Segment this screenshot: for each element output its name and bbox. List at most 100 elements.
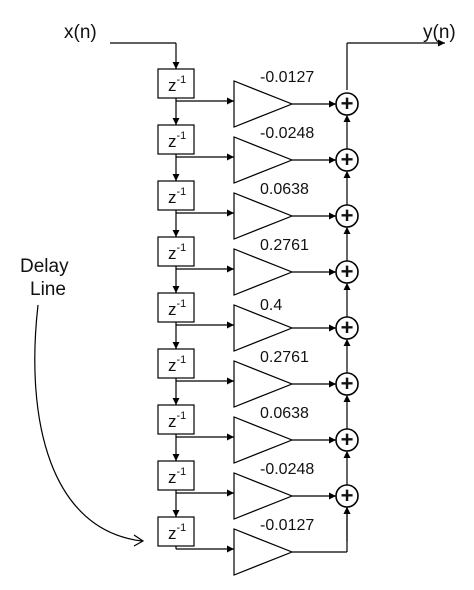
coefficient-label: 0.0638 [260,181,309,198]
tap-arrow [227,489,234,497]
sum-chain-arrow [343,451,351,458]
summer-plus-label: + [341,483,354,508]
delay-base: z [168,356,177,375]
delay-base: z [168,468,177,487]
input-label: x(n) [64,22,97,43]
delay-label: z-1 [168,130,186,151]
coefficient-label: -0.0127 [260,69,314,86]
gain-output-arrow [329,380,336,388]
summer [335,372,359,396]
tap-arrow [227,265,234,273]
delay-block [157,68,195,99]
delay-chain-arrow [172,118,180,125]
summer [335,428,359,452]
delay-exponent: -1 [177,242,187,254]
signal-lines [34,39,445,553]
delay-label: z-1 [168,354,186,375]
gain-triangle [233,416,294,464]
delay-exponent: -1 [177,130,187,142]
delay-exponent: -1 [177,186,187,198]
summer [335,260,359,284]
delay-exponent: -1 [177,410,187,422]
delay-label: z-1 [168,186,186,207]
delay-exponent: -1 [177,74,187,86]
coefficient-label: -0.0248 [260,461,314,478]
tap-arrow [227,433,234,441]
coefficient-label: 0.0638 [260,405,309,422]
sum-chain-arrow [343,507,351,514]
gain-output-arrow [329,212,336,220]
tap-arrow [227,545,234,553]
sum-chain-arrow [343,339,351,346]
delay-block [157,292,195,323]
delay-base: z [168,76,177,95]
tap-arrow [227,321,234,329]
delay-chain-arrow [172,286,180,293]
delay-label: z-1 [168,74,186,95]
delay-exponent: -1 [177,466,187,478]
delay-base: z [168,524,177,543]
gain-output-arrow [329,156,336,164]
gain-triangle [233,304,294,352]
summer-plus-label: + [341,371,354,396]
delay-chain-arrow [172,510,180,517]
coefficient-label: 0.2761 [260,237,309,254]
tap-arrow [227,153,234,161]
input-arrow [172,62,180,69]
summer [335,316,359,340]
gain-output-arrow [329,492,336,500]
output-arrow [438,39,445,47]
delay-block [157,460,195,491]
tap-arrow [227,377,234,385]
delay-line-label-1: Delay [20,256,69,277]
summer [335,148,359,172]
coefficient-label: -0.0248 [260,125,314,142]
gain-triangle [233,472,294,520]
sum-chain-arrow [343,395,351,402]
delay-exponent: -1 [177,522,187,534]
delay-block [157,404,195,435]
delay-block [157,348,195,379]
delay-line-pointer [34,304,143,542]
delay-base: z [168,300,177,319]
gain-triangle [233,192,294,240]
sum-chain-arrow [343,171,351,178]
delay-base: z [168,244,177,263]
delay-chain-arrow [172,454,180,461]
summer-plus-label: + [341,147,354,172]
summer-plus-label: + [341,427,354,452]
blocks [157,68,359,576]
delay-label: z-1 [168,298,186,319]
tap-arrow [227,97,234,105]
delay-block [157,516,195,547]
delay-base: z [168,132,177,151]
delay-base: z [168,412,177,431]
gain-output-arrow [329,436,336,444]
delay-label: z-1 [168,410,186,431]
delay-exponent: -1 [177,298,187,310]
delay-block [157,236,195,267]
tap-arrow [227,209,234,217]
summer-plus-label: + [341,91,354,116]
gain-triangle [233,360,294,408]
summer-plus-label: + [341,259,354,284]
coefficient-label: 0.4 [260,297,282,314]
summer [335,484,359,508]
sum-chain-arrow [343,283,351,290]
sum-chain-arrow [343,227,351,234]
gain-output-arrow [329,100,336,108]
delay-exponent: -1 [177,354,187,366]
summer [335,204,359,228]
gain-triangle [233,248,294,296]
delay-block [157,180,195,211]
delay-chain-arrow [172,342,180,349]
gain-output-arrow [329,324,336,332]
gain-triangle [233,136,294,184]
output-label: y(n) [423,22,456,43]
delay-line-label-2: Line [30,279,66,300]
delay-chain-arrow [172,174,180,181]
coefficient-label: 0.2761 [260,349,309,366]
gain-triangle [233,80,294,128]
